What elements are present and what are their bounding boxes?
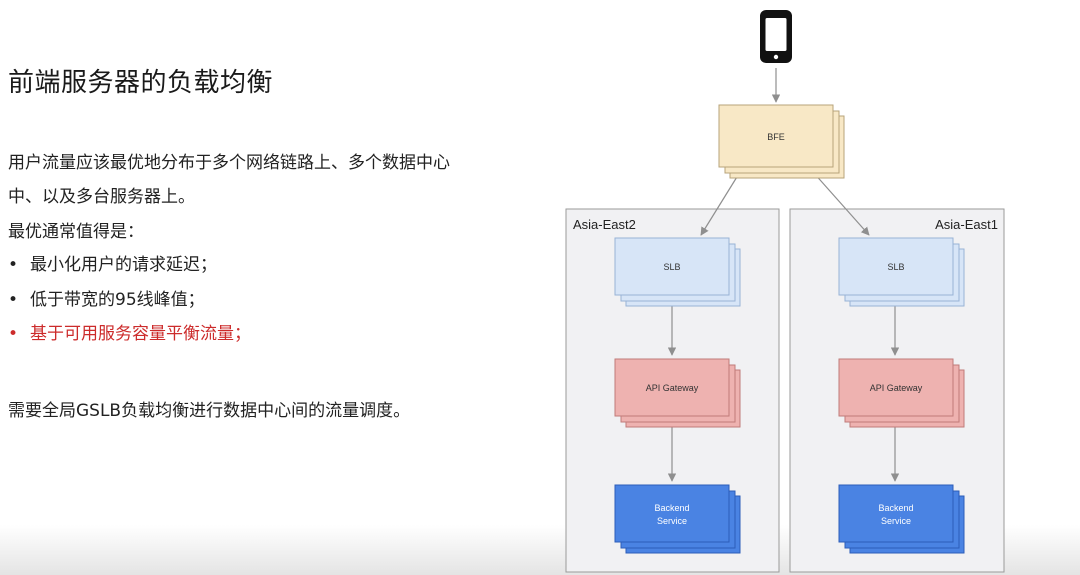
api-gateway-label: API Gateway	[870, 383, 923, 393]
arrow-bfe-to-east2	[700, 171, 741, 236]
arrow-bfe-to-east1	[812, 171, 870, 236]
slb-label: SLB	[663, 262, 680, 272]
criteria-text: 最小化用户的请求延迟；	[30, 255, 217, 275]
api-gateway-node-east2: API Gateway	[614, 358, 741, 428]
criteria-text: 低于带宽的95线峰值；	[30, 289, 205, 310]
backend-label-line1: Backend	[878, 503, 913, 513]
backend-service-node-east2: Backend Service	[614, 484, 741, 554]
slide-title: 前端服务器的负载均衡	[8, 68, 274, 98]
region-label-asia-east1: Asia-East1	[935, 217, 998, 232]
gslb-paragraph: 需要全局GSLB负载均衡进行数据中心间的流量调度。	[8, 401, 411, 421]
intro-paragraph: 用户流量应该最优地分布于多个网络链路上、多个数据中心中、以及多台服务器上。	[8, 153, 450, 207]
criteria-item-latency: • 最小化用户的请求延迟；	[8, 252, 251, 287]
slb-label: SLB	[887, 262, 904, 272]
optimal-heading: 最优通常值得是：	[8, 222, 144, 242]
backend-label-line1: Backend	[654, 503, 689, 513]
criteria-item-capacity: • 基于可用服务容量平衡流量；	[8, 321, 251, 356]
backend-label-line2: Service	[881, 516, 911, 526]
bfe-label: BFE	[767, 132, 785, 142]
bullet-dot: •	[8, 289, 19, 310]
api-gateway-label: API Gateway	[646, 383, 699, 393]
slb-node-east2: SLB	[614, 237, 741, 307]
api-gateway-node-east1: API Gateway	[838, 358, 965, 428]
bfe-node: BFE	[718, 104, 845, 179]
smartphone-icon	[760, 10, 792, 63]
backend-service-node-east1: Backend Service	[838, 484, 965, 554]
criteria-list: • 最小化用户的请求延迟； • 低于带宽的95线峰值； • 基于可用服务容量平衡流量；	[8, 252, 251, 356]
criteria-item-bandwidth: • 低于带宽的95线峰值；	[8, 287, 251, 322]
bullet-dot: •	[8, 324, 19, 344]
criteria-text: 基于可用服务容量平衡流量；	[30, 324, 251, 344]
backend-label-line2: Service	[657, 516, 687, 526]
slb-node-east1: SLB	[838, 237, 965, 307]
bullet-dot: •	[8, 255, 19, 275]
region-label-asia-east2: Asia-East2	[573, 217, 636, 232]
